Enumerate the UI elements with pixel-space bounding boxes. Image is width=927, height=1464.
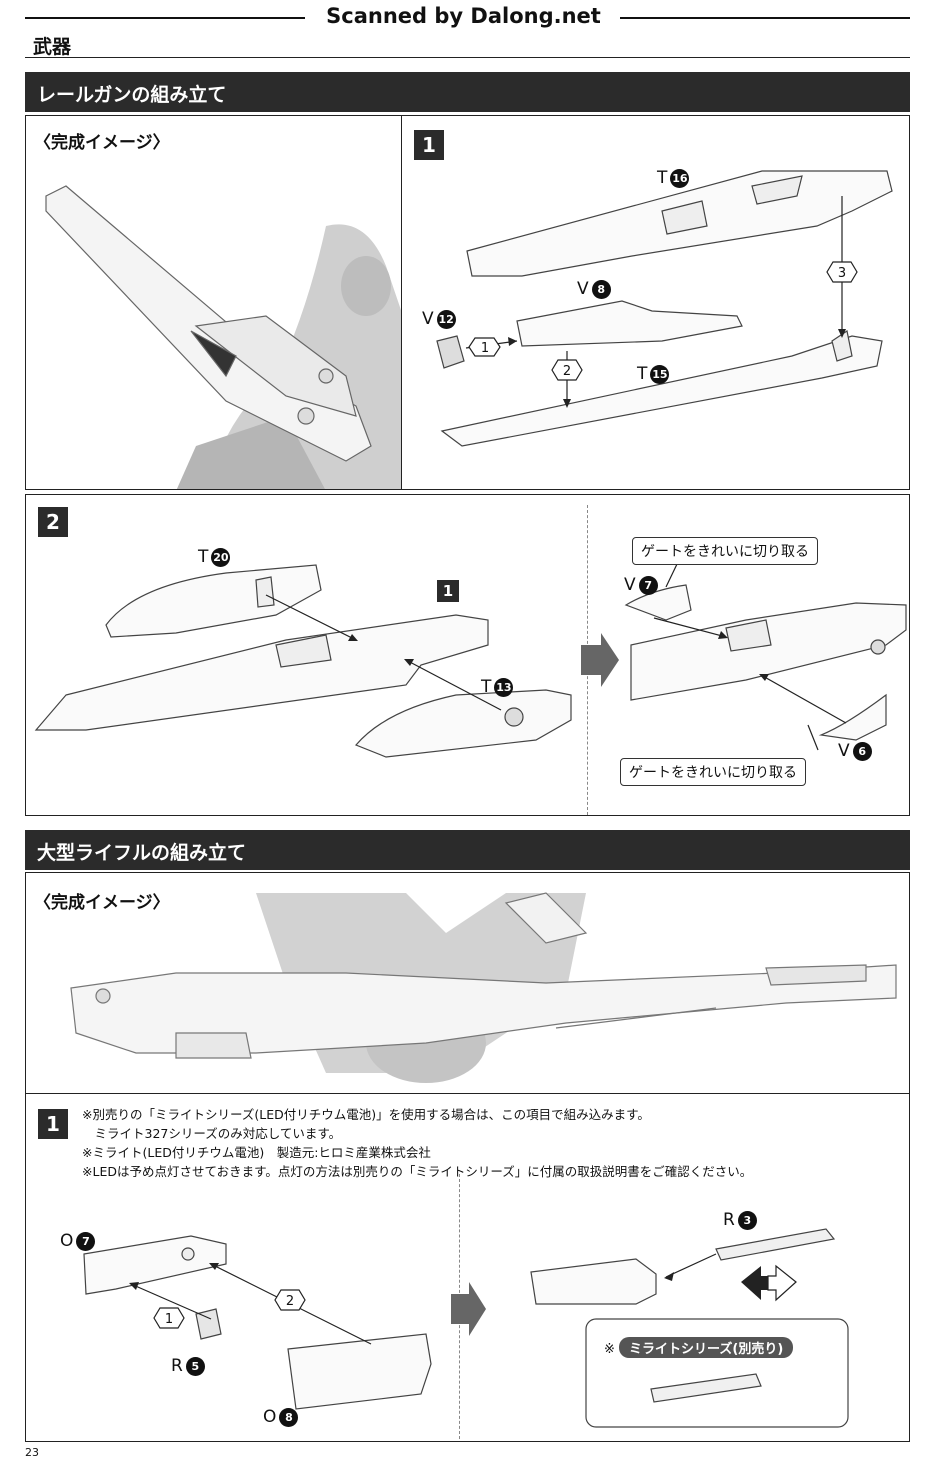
rifle-preview-caption: 〈完成イメージ〉 [34, 893, 170, 913]
watermark-rule-left [25, 17, 305, 19]
section-title: 武器 [25, 28, 910, 58]
note-line: ※ミライト(LED付リチウム電池) 製造元:ヒロミ産業株式会社 [82, 1145, 431, 1160]
mirai-series-badge: ミライトシリーズ(別売り) [619, 1337, 794, 1358]
arrow-marker-2-text: 2 [563, 364, 571, 379]
ref-step-number: 1 [437, 580, 459, 602]
arrow-marker-1 [468, 337, 501, 357]
railgun-step2-diagram [34, 561, 907, 758]
callout-cut-gate-top: ゲートをきれいに切り取る [632, 537, 818, 565]
railgun-preview-illustration [45, 185, 401, 489]
railgun-step1-diagram: 1 2 3 [436, 170, 893, 447]
swap-arrow-icon [741, 1264, 797, 1302]
mirai-label-row: ※ ミライトシリーズ(別売り) [604, 1337, 794, 1358]
rifle-step1-diagram: 1 2 [83, 1228, 849, 1428]
arrow-marker-3 [826, 261, 858, 283]
railgun-step2-panel: 2 1 [25, 494, 910, 816]
page-number: 23 [25, 1446, 39, 1459]
step-number: 1 [38, 1109, 68, 1139]
railgun-header: レールガンの組み立て [25, 72, 910, 112]
arrow-marker-1-text: 1 [481, 341, 489, 356]
rifle-header: 大型ライフルの組み立て [25, 830, 910, 870]
watermark-rule-right [620, 17, 910, 19]
rifle-step1-notes: ※別売りの「ミライトシリーズ(LED付リチウム電池)」を使用する場合は、この項目… [82, 1105, 902, 1181]
watermark-text: Scanned by Dalong.net [326, 4, 601, 28]
next-arrow-icon [451, 1282, 486, 1336]
callout-cut-gate-bottom: ゲートをきれいに切り取る [620, 758, 806, 786]
arrow-marker-1-text: 1 [165, 1312, 173, 1327]
rifle-preview-panel: 〈完成イメージ〉 [25, 872, 910, 1094]
arrow-marker-3-text: 3 [838, 266, 846, 281]
step-number: 2 [38, 507, 68, 537]
railgun-preview-caption: 〈完成イメージ〉 [34, 133, 170, 153]
arrow-marker-1 [153, 1307, 185, 1329]
arrow-marker-2 [551, 359, 583, 381]
railgun-step1-panel: 1 1 2 [401, 115, 910, 490]
note-line: ミライト327シリーズのみ対応しています。 [82, 1126, 342, 1141]
rifle-preview-illustration [70, 892, 897, 1083]
railgun-preview-panel: 〈完成イメージ〉 [25, 115, 402, 490]
note-line: ※LEDは予め点灯させておきます。点灯の方法は別売りの「ミライトシリーズ」に付属… [82, 1164, 753, 1179]
arrow-marker-2 [274, 1289, 306, 1311]
arrow-marker-2-text: 2 [286, 1294, 294, 1309]
step-number: 1 [414, 130, 444, 160]
next-arrow-icon [581, 633, 619, 687]
note-line: ※別売りの「ミライトシリーズ(LED付リチウム電池)」を使用する場合は、この項目… [82, 1107, 650, 1122]
rifle-step1-panel: 1 ※別売りの「ミライトシリーズ(LED付リチウム電池)」を使用する場合は、この… [25, 1093, 910, 1442]
